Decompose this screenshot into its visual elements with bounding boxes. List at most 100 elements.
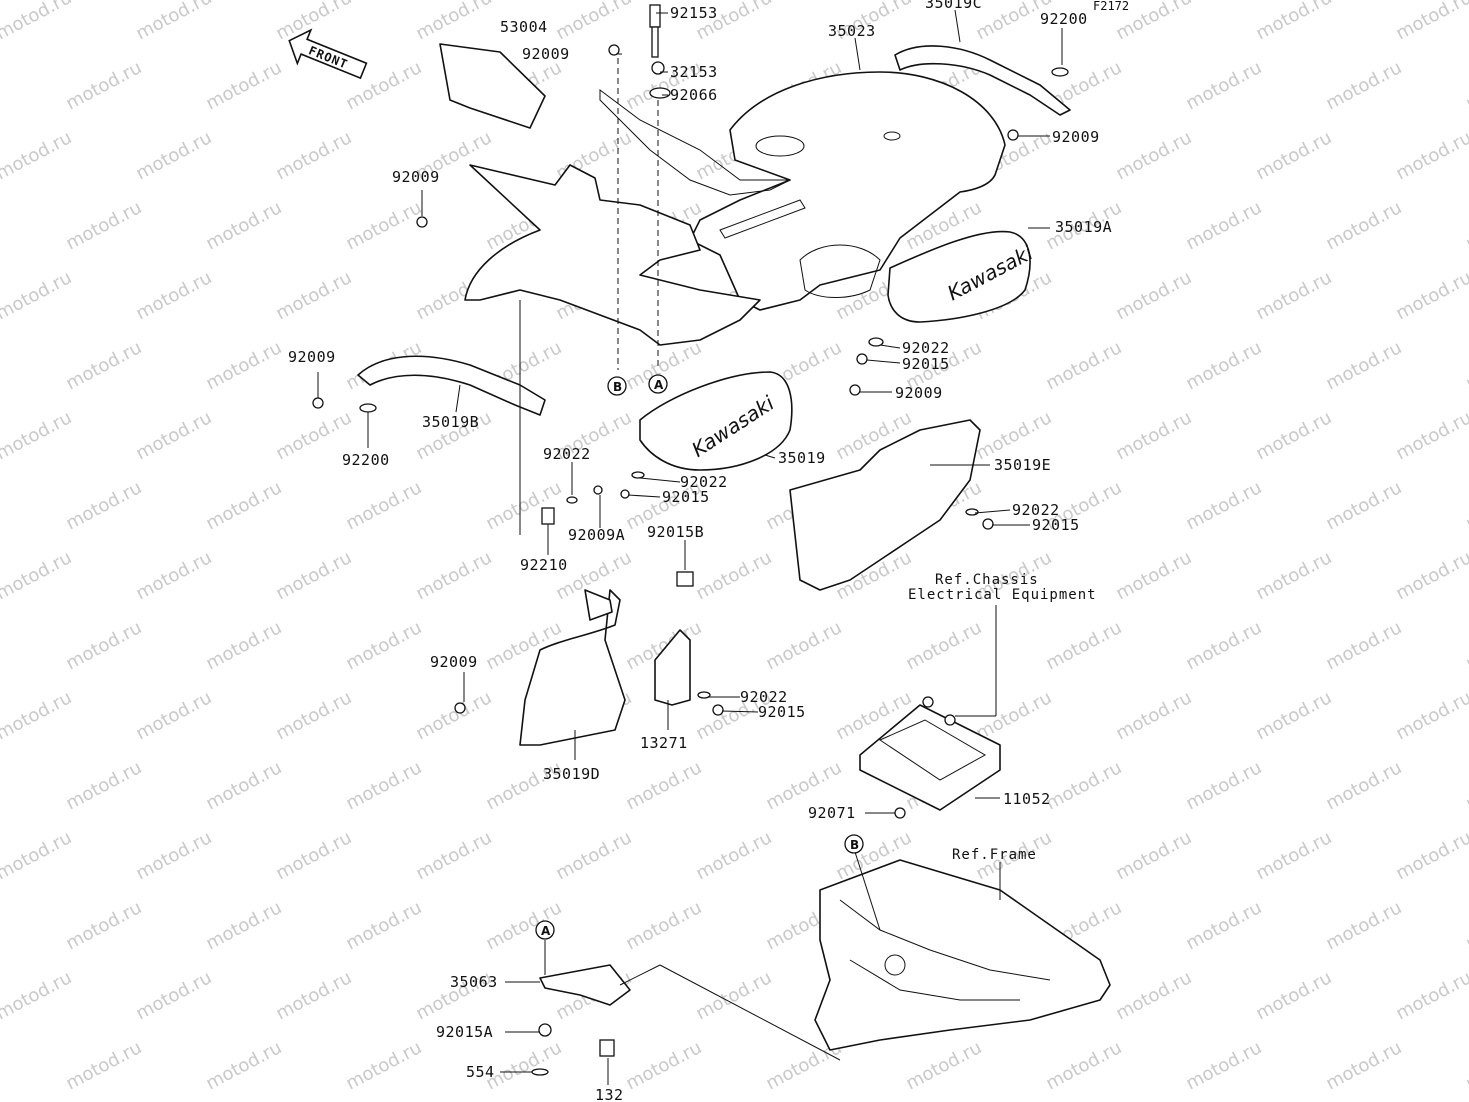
watermark: motod.ru — [1392, 827, 1469, 884]
watermark: motod.ru — [1462, 57, 1469, 114]
watermark: motod.ru — [1252, 267, 1335, 324]
watermark: motod.ru — [1182, 337, 1265, 394]
watermark: motod.ru — [1392, 407, 1469, 464]
watermark: motod.ru — [0, 687, 75, 744]
watermark: motod.ru — [272, 547, 355, 604]
watermark: motod.ru — [1182, 617, 1265, 674]
label-35019: 35019 — [778, 449, 826, 467]
label-92022-f: 92022 — [740, 688, 788, 706]
label-92022-d: 92022 — [680, 473, 728, 491]
watermark: motod.ru — [132, 967, 215, 1024]
watermark: motod.ru — [272, 267, 355, 324]
label-13271: 13271 — [640, 734, 688, 752]
watermark: motod.ru — [342, 757, 425, 814]
watermark: motod.ru — [132, 687, 215, 744]
watermark: motod.ru — [1042, 757, 1125, 814]
watermark: motod.ru — [412, 0, 495, 44]
watermark: motod.ru — [1462, 1037, 1469, 1094]
watermark: motod.ru — [62, 477, 145, 534]
label-92022-a: 92022 — [902, 339, 950, 357]
watermark: motod.ru — [1042, 1037, 1125, 1094]
label-92009-left: 92009 — [392, 168, 440, 186]
label-92009-mid: 92009 — [895, 384, 943, 402]
watermark: motod.ru — [132, 127, 215, 184]
marker-a-bottom: A — [535, 920, 555, 940]
watermark: motod.ru — [762, 617, 845, 674]
watermark: motod.ru — [1182, 897, 1265, 954]
side-cover-35019e — [789, 419, 981, 591]
label-92153: 92153 — [670, 4, 718, 22]
watermark: motod.ru — [1252, 827, 1335, 884]
side-cover-35019c — [894, 45, 1071, 116]
frame-assembly — [814, 859, 1111, 1051]
watermark: motod.ru — [692, 827, 775, 884]
watermark: motod.ru — [1252, 687, 1335, 744]
watermark: motod.ru — [342, 477, 425, 534]
reference-labels: Ref.Chassis Electrical Equipment Ref.Fra… — [908, 572, 1096, 863]
watermark: motod.ru — [622, 897, 705, 954]
watermark: motod.ru — [482, 477, 565, 534]
watermark: motod.ru — [1322, 757, 1405, 814]
part-labels: 53004 92009 92153 32153 92066 35023 3501… — [288, 0, 1112, 1102]
label-92022-e: 92022 — [1012, 501, 1060, 519]
watermark: motod.ru — [202, 337, 285, 394]
label-92009-d: 92009 — [430, 653, 478, 671]
watermark: motod.ru — [0, 267, 75, 324]
label-132: 132 — [595, 1086, 624, 1102]
watermark: motod.ru — [1462, 337, 1469, 394]
watermark: motod.ru — [342, 617, 425, 674]
watermark: motod.ru — [1112, 827, 1195, 884]
watermark: motod.ru — [272, 127, 355, 184]
label-92015a: 92015A — [436, 1023, 493, 1041]
label-92066: 92066 — [670, 86, 718, 104]
watermark: motod.ru — [272, 0, 355, 44]
side-cover-35019b — [357, 355, 546, 416]
watermark: motod.ru — [1392, 127, 1469, 184]
watermark: motod.ru — [1462, 477, 1469, 534]
label-92200-top: 92200 — [1040, 10, 1088, 28]
marker-b-top-label: B — [613, 380, 622, 394]
label-92009-right: 92009 — [1052, 128, 1100, 146]
ref-chassis-line1: Ref.Chassis — [935, 572, 1039, 588]
watermark: motod.ru — [412, 547, 495, 604]
side-cover-35019a: Kawasaki — [887, 230, 1037, 323]
fasteners — [312, 4, 1069, 1076]
watermark: motod.ru — [412, 687, 495, 744]
watermark: motod.ru — [482, 1037, 565, 1094]
watermark: motod.ru — [132, 547, 215, 604]
watermark: motod.ru — [1322, 337, 1405, 394]
label-53004: 53004 — [500, 18, 548, 36]
watermark: motod.ru — [412, 827, 495, 884]
watermark: motod.ru — [62, 1037, 145, 1094]
watermark: motod.ru — [1182, 1037, 1265, 1094]
marker-b-frame-label: B — [850, 838, 859, 852]
watermark: motod.ru — [1112, 547, 1195, 604]
watermark: motod.ru — [1252, 0, 1335, 44]
watermark: motod.ru — [1392, 547, 1469, 604]
watermark: motod.ru — [342, 897, 425, 954]
watermark: motod.ru — [622, 1037, 705, 1094]
watermark: motod.ru — [902, 1037, 985, 1094]
watermark: motod.ru — [552, 827, 635, 884]
watermark: motod.ru — [692, 547, 775, 604]
label-92015-e: 92015 — [1032, 516, 1080, 534]
watermark: motod.ru — [272, 827, 355, 884]
watermark: motod.ru — [1322, 617, 1405, 674]
watermark: motod.ru — [0, 967, 75, 1024]
watermark: motod.ru — [132, 0, 215, 44]
watermark: motod.ru — [132, 827, 215, 884]
watermark: motod.ru — [132, 407, 215, 464]
watermark: motod.ru — [202, 617, 285, 674]
part-53004-flap — [439, 43, 546, 129]
watermark: motod.ru — [202, 477, 285, 534]
watermark: motod.ru — [62, 757, 145, 814]
label-92015-f: 92015 — [758, 703, 806, 721]
marker-a-top-label: A — [654, 378, 664, 392]
figure-code: F2172 — [1093, 0, 1129, 13]
watermark: motod.ru — [1322, 477, 1405, 534]
side-cover-35019d — [519, 589, 626, 746]
label-92015b: 92015B — [647, 523, 704, 541]
label-35019b: 35019B — [422, 413, 479, 431]
watermark: motod.ru — [1392, 0, 1469, 44]
marker-a-top: A — [648, 374, 668, 394]
